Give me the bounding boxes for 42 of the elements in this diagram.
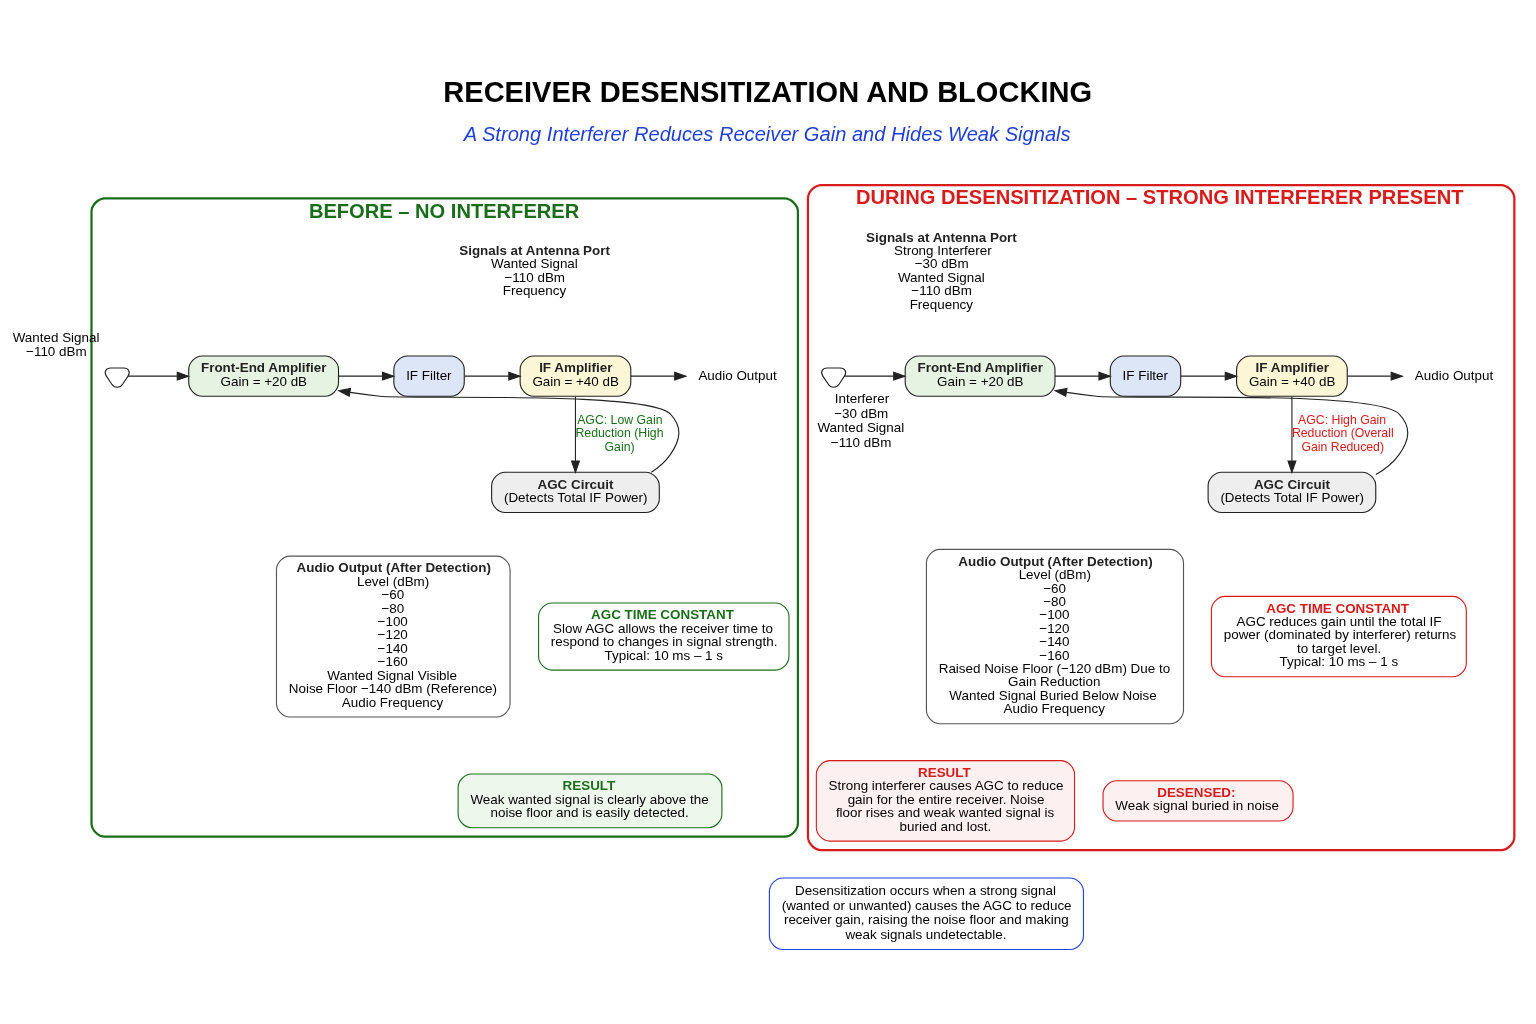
- node-text: Signals at Antenna Port Wanted Signal −110 dBm Frequency: [459, 242, 610, 298]
- node-text: Signals at Antenna Port Strong Interferer −30 dBm Wanted Signal −110 dBm Frequency: [866, 229, 1017, 312]
- arrow: [570, 395, 581, 474]
- node-box: AGC Circuit (Detects Total IF Power): [491, 471, 660, 513]
- node-box: Desensitization occurs when a strong signal (wanted or unwanted) causes the AGC to reduce receiver gain, raising the noise floor and making weak signals undetectable.: [768, 876, 1085, 950]
- node-box: Audio Output (After Detection) Level (dBm) −60 −80 −100 −120 −140 −160 Raised Noise Floor (−120 dBm) Due to Gain Reduction Wanted Signal Buried Below Noise Audio Frequency: [925, 548, 1185, 724]
- node-text: Audio Output: [698, 367, 777, 383]
- arrow: [843, 370, 907, 381]
- arrow: [1287, 395, 1297, 474]
- arrow: [1346, 370, 1405, 381]
- arrow: [1180, 370, 1239, 381]
- node-box: IF Amplifier Gain = +40 dB: [519, 354, 632, 397]
- node-box: Audio Output (After Detection) Level (dBm) −60 −80 −100 −120 −140 −160 Wanted Signal Visible Noise Floor −140 dBm (Reference) Audio Frequency: [275, 555, 511, 718]
- node-label: −110 dBm: [830, 434, 892, 450]
- arrow: [1054, 370, 1112, 381]
- node-box: RESULT Weak wanted signal is clearly above the noise floor and is easily detected.: [457, 773, 723, 828]
- edge-label: AGC: Low Gain Reduction (High Gain): [575, 412, 664, 454]
- diagram-title: RECEIVER DESENSITIZATION AND BLOCKING: [443, 75, 1093, 108]
- arrow: [463, 370, 522, 381]
- node-label: Wanted Signal: [817, 419, 905, 435]
- node-box: DESENSED: Weak signal buried in noise: [1102, 779, 1294, 822]
- arrow: [1053, 387, 1409, 475]
- arrow: [630, 370, 688, 381]
- arrow: [338, 370, 396, 381]
- node-box: IF Filter: [393, 354, 465, 397]
- node-antenna: [821, 366, 847, 388]
- node-antenna: [104, 366, 130, 388]
- node-box: Front-End Amplifier Gain = +20 dB: [188, 354, 340, 397]
- arrow: [337, 387, 680, 473]
- node-box: AGC Circuit (Detects Total IF Power): [1207, 471, 1377, 513]
- node-label: Interferer: [834, 390, 890, 406]
- label: A Strong Interferer Reduces Receiver Gain and Hides Weak Signals: [463, 122, 1071, 145]
- arrow: [127, 370, 191, 381]
- node-text: Audio Output: [1414, 367, 1494, 383]
- node-box: AGC TIME CONSTANT AGC reduces gain until the total IF power (dominated by interferer) returns to target level. Typical: 10 ms – 1 s: [1210, 595, 1467, 677]
- node-label: −30 dBm: [834, 405, 889, 421]
- edge-label: AGC: High Gain Reduction (Overall Gain Reduced): [1291, 412, 1394, 454]
- node-box: AGC TIME CONSTANT Slow AGC allows the receiver time to respond to changes in signal strength. Typical: 10 ms – 1 s: [538, 602, 790, 671]
- node-box: IF Amplifier Gain = +40 dB: [1236, 354, 1348, 397]
- node-box: RESULT Strong interferer causes AGC to reduce gain for the entire receiver. Noise floor rises and weak wanted signal is buried and lost.: [815, 759, 1076, 842]
- node-box: Front-End Amplifier Gain = +20 dB: [904, 354, 1056, 397]
- node-box: IF Filter: [1109, 354, 1182, 397]
